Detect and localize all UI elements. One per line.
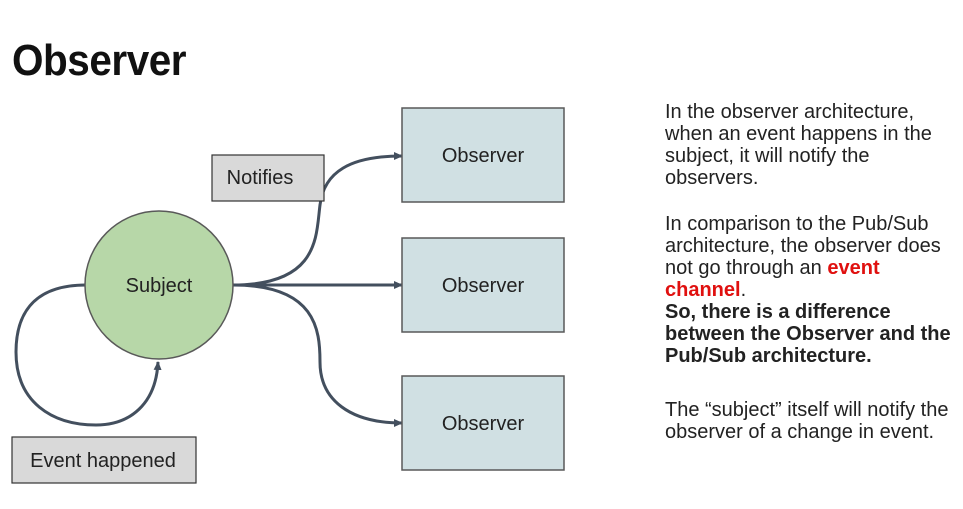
subject-label: Subject [126, 275, 193, 297]
observer-label-top: Observer [442, 145, 525, 167]
subject-node: Subject [84, 210, 234, 360]
observer-label-bottom: Observer [442, 413, 525, 435]
observer-box-top: Observer [401, 107, 565, 203]
observer-label-middle: Observer [442, 275, 525, 297]
notifies-note: Notifies [211, 154, 325, 202]
observer-box-middle: Observer [401, 237, 565, 333]
notifies-label: Notifies [227, 167, 294, 189]
arrow-to-observer-bottom [232, 283, 403, 427]
comparison-period: . [740, 279, 747, 301]
event-happened-label: Event happened [30, 450, 176, 472]
arrow-to-observer-top [232, 152, 403, 287]
observer-box-bottom: Observer [401, 375, 565, 471]
description-paragraph-3: The “subject” itself will notify the obs… [665, 399, 949, 443]
arrow-event-loop [14, 283, 162, 427]
comparison-text: In comparison to the Pub/Sub architectur… [665, 213, 941, 279]
description-paragraph-2: In comparison to the Pub/Sub architectur… [665, 213, 963, 367]
difference-statement: So, there is a difference between the Ob… [665, 301, 951, 367]
page-title: Observer [12, 36, 187, 85]
description-paragraph-1: In the observer architecture, when an ev… [665, 101, 932, 189]
event-channel-highlight: event channel [665, 257, 880, 301]
event-happened-note: Event happened [11, 436, 197, 484]
